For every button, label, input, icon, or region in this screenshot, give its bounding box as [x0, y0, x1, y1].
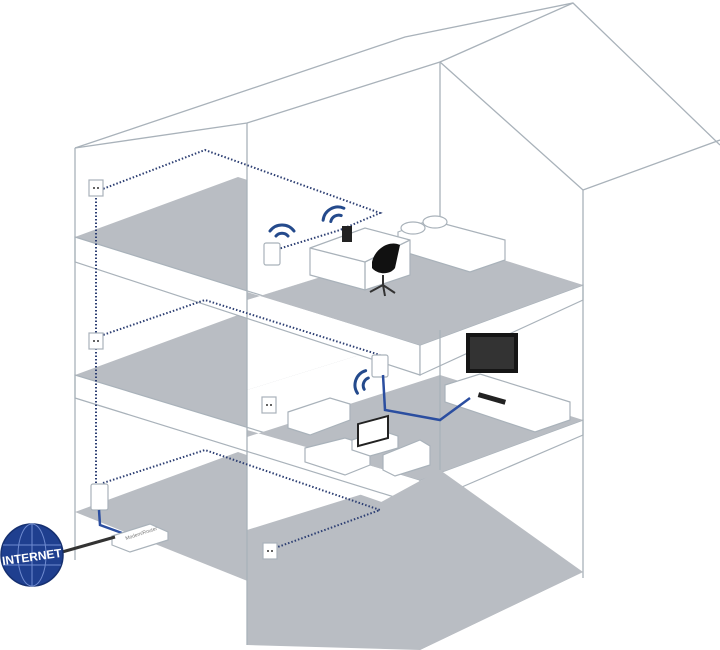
outlet-icon — [88, 179, 104, 197]
router: Modem/Router — [97, 509, 169, 553]
sofa — [382, 439, 431, 477]
outlets — [88, 179, 278, 560]
bedroom-furniture — [309, 215, 506, 297]
desk — [309, 227, 411, 291]
internet-cable — [54, 535, 116, 556]
outlet-icon — [88, 332, 104, 350]
powerline-adapter — [371, 354, 389, 378]
outlet-icon — [262, 542, 278, 560]
wifi-icon — [321, 205, 346, 224]
house-outline — [74, 2, 720, 645]
outlet-icon — [261, 396, 277, 414]
internet-globe-icon: INTERNET — [0, 523, 64, 587]
tablet — [357, 414, 389, 448]
sofa — [287, 397, 351, 436]
tv-stand — [444, 373, 571, 433]
living-room-furniture — [287, 333, 571, 477]
powerline-adapter — [90, 483, 109, 511]
wifi-icon — [353, 369, 370, 395]
chair — [372, 243, 400, 274]
powerline-adapter — [263, 242, 281, 266]
tablet — [342, 226, 352, 242]
wifi-icon — [268, 223, 296, 238]
adapters — [90, 242, 389, 511]
